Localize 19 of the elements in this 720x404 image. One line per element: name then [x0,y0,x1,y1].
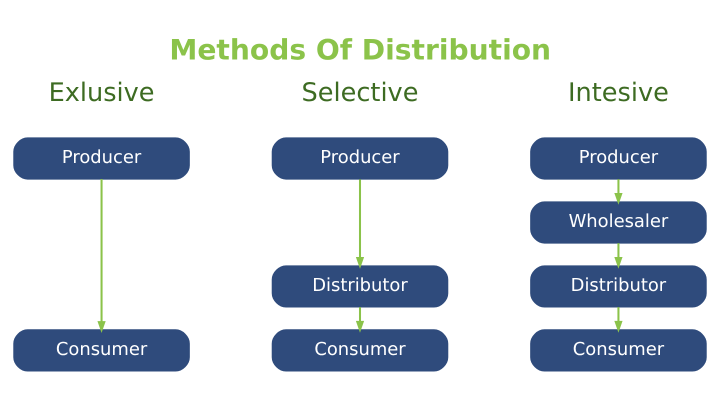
node-box: Producer [13,137,190,180]
arrow [614,179,623,205]
node-box: Distributor [530,265,707,308]
arrow [614,243,623,269]
node-box: Distributor [272,265,448,308]
arrow [356,307,364,333]
diagram-title: Methods Of Distribution [169,33,552,66]
node-box: Wholesaler [530,201,707,244]
node-box: Consumer [272,329,448,372]
node-box: Producer [530,137,707,180]
label: Exlusive [48,78,155,108]
node-box: Consumer [13,329,190,372]
label: Intesive [568,78,669,108]
arrow [356,179,364,269]
label: Selective [302,78,418,108]
arrow [614,307,623,333]
arrow [97,178,106,333]
node-box: Consumer [530,329,707,372]
node-box: Producer [272,137,448,180]
